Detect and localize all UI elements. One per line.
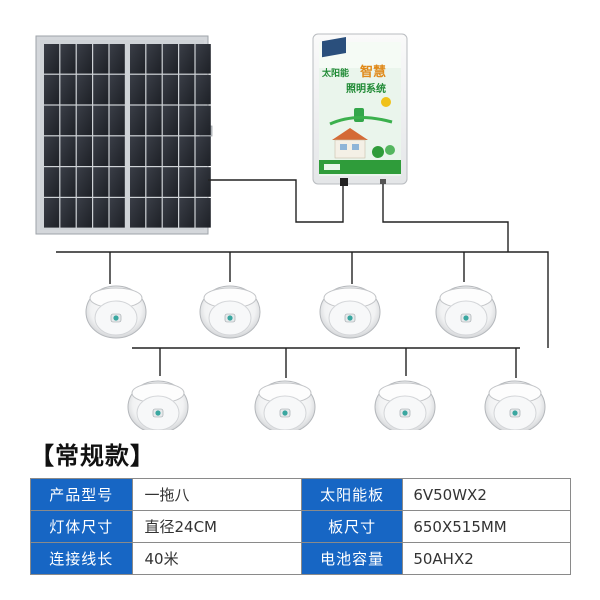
lamp-icon <box>319 285 381 339</box>
solar-cell <box>162 136 178 166</box>
solar-panel-icon <box>35 35 213 235</box>
solar-cell <box>162 105 178 136</box>
solar-cell <box>44 74 60 105</box>
solar-cell <box>195 105 211 136</box>
solar-cell <box>179 167 195 197</box>
solar-cell <box>162 167 178 197</box>
table-row: 连接线长 40米 电池容量 50AHX2 <box>30 542 571 575</box>
solar-cell <box>109 74 125 105</box>
solar-cell <box>76 167 92 197</box>
solar-cell <box>60 74 76 105</box>
solar-cell <box>76 74 92 105</box>
solar-cell <box>76 136 92 166</box>
solar-cell <box>195 167 211 197</box>
solar-cell <box>93 136 109 166</box>
lamp-icon <box>374 380 436 430</box>
solar-cell <box>109 105 125 136</box>
solar-cell <box>44 136 60 166</box>
spec-value: 直径24CM <box>131 510 302 543</box>
solar-cell <box>76 44 92 74</box>
solar-cell <box>76 198 92 228</box>
solar-cell <box>44 167 60 197</box>
spec-key: 灯体尺寸 <box>30 510 133 543</box>
solar-cell <box>60 198 76 228</box>
solar-cell <box>60 44 76 74</box>
solar-cell <box>60 167 76 197</box>
solar-cell <box>130 167 146 197</box>
lamp-icon <box>127 380 189 430</box>
solar-cell <box>195 136 211 166</box>
solar-cell <box>179 44 195 74</box>
spec-key: 连接线长 <box>30 542 133 575</box>
lamp-icon <box>85 285 147 339</box>
solar-cell <box>130 136 146 166</box>
table-row: 产品型号 一拖八 太阳能板 6V50WX2 <box>30 478 571 511</box>
controller-box-icon: 太阳能 智慧 照明系统 <box>312 33 408 186</box>
solar-cell <box>146 198 162 228</box>
controller-brand-line1: 太阳能 <box>321 67 349 79</box>
solar-cell <box>146 167 162 197</box>
solar-cell <box>146 44 162 74</box>
spec-value: 40米 <box>131 542 302 575</box>
solar-cell <box>195 198 211 228</box>
solar-cell <box>179 74 195 105</box>
solar-cell <box>76 105 92 136</box>
solar-cell <box>93 167 109 197</box>
solar-cell <box>162 198 178 228</box>
solar-cell <box>179 198 195 228</box>
solar-cell <box>146 105 162 136</box>
solar-cell <box>162 74 178 105</box>
table-row: 灯体尺寸 直径24CM 板尺寸 650X515MM <box>30 510 571 543</box>
section-title: 【常规款】 <box>30 442 155 470</box>
solar-cell <box>146 136 162 166</box>
solar-cell <box>179 136 195 166</box>
solar-cell <box>109 136 125 166</box>
lamp-icon <box>199 285 261 339</box>
solar-cell <box>60 136 76 166</box>
spec-key: 产品型号 <box>30 478 133 511</box>
solar-cell <box>44 105 60 136</box>
solar-cell <box>130 74 146 105</box>
spec-key: 太阳能板 <box>300 478 404 511</box>
solar-cell <box>130 44 146 74</box>
solar-cell <box>93 74 109 105</box>
solar-cell <box>44 44 60 74</box>
solar-cell <box>60 105 76 136</box>
lamp-icon <box>435 285 497 339</box>
spec-table: 产品型号 一拖八 太阳能板 6V50WX2 灯体尺寸 直径24CM 板尺寸 65… <box>30 478 571 575</box>
system-diagram: 太阳能 智慧 照明系统 <box>35 33 549 430</box>
spec-value: 650X515MM <box>402 510 571 543</box>
controller-brand-line2: 照明系统 <box>346 82 386 95</box>
spec-key: 板尺寸 <box>300 510 404 543</box>
spec-value: 一拖八 <box>131 478 302 511</box>
solar-cell <box>130 105 146 136</box>
solar-cell <box>179 105 195 136</box>
solar-cell <box>109 167 125 197</box>
spec-key: 电池容量 <box>300 542 404 575</box>
lamp-icon <box>254 380 316 430</box>
spec-value: 6V50WX2 <box>402 478 571 511</box>
spec-value: 50AHX2 <box>402 542 571 575</box>
lamp-icon <box>484 380 546 430</box>
wiring <box>56 179 549 378</box>
solar-cell <box>109 44 125 74</box>
solar-cell <box>44 198 60 228</box>
solar-cell <box>162 44 178 74</box>
solar-cell <box>93 44 109 74</box>
solar-cell <box>109 198 125 228</box>
solar-cell <box>195 74 211 105</box>
solar-cell <box>93 105 109 136</box>
solar-cell <box>93 198 109 228</box>
solar-cell <box>146 74 162 105</box>
solar-cell <box>130 198 146 228</box>
controller-brand-big: 智慧 <box>360 64 386 80</box>
solar-cell <box>195 44 211 74</box>
